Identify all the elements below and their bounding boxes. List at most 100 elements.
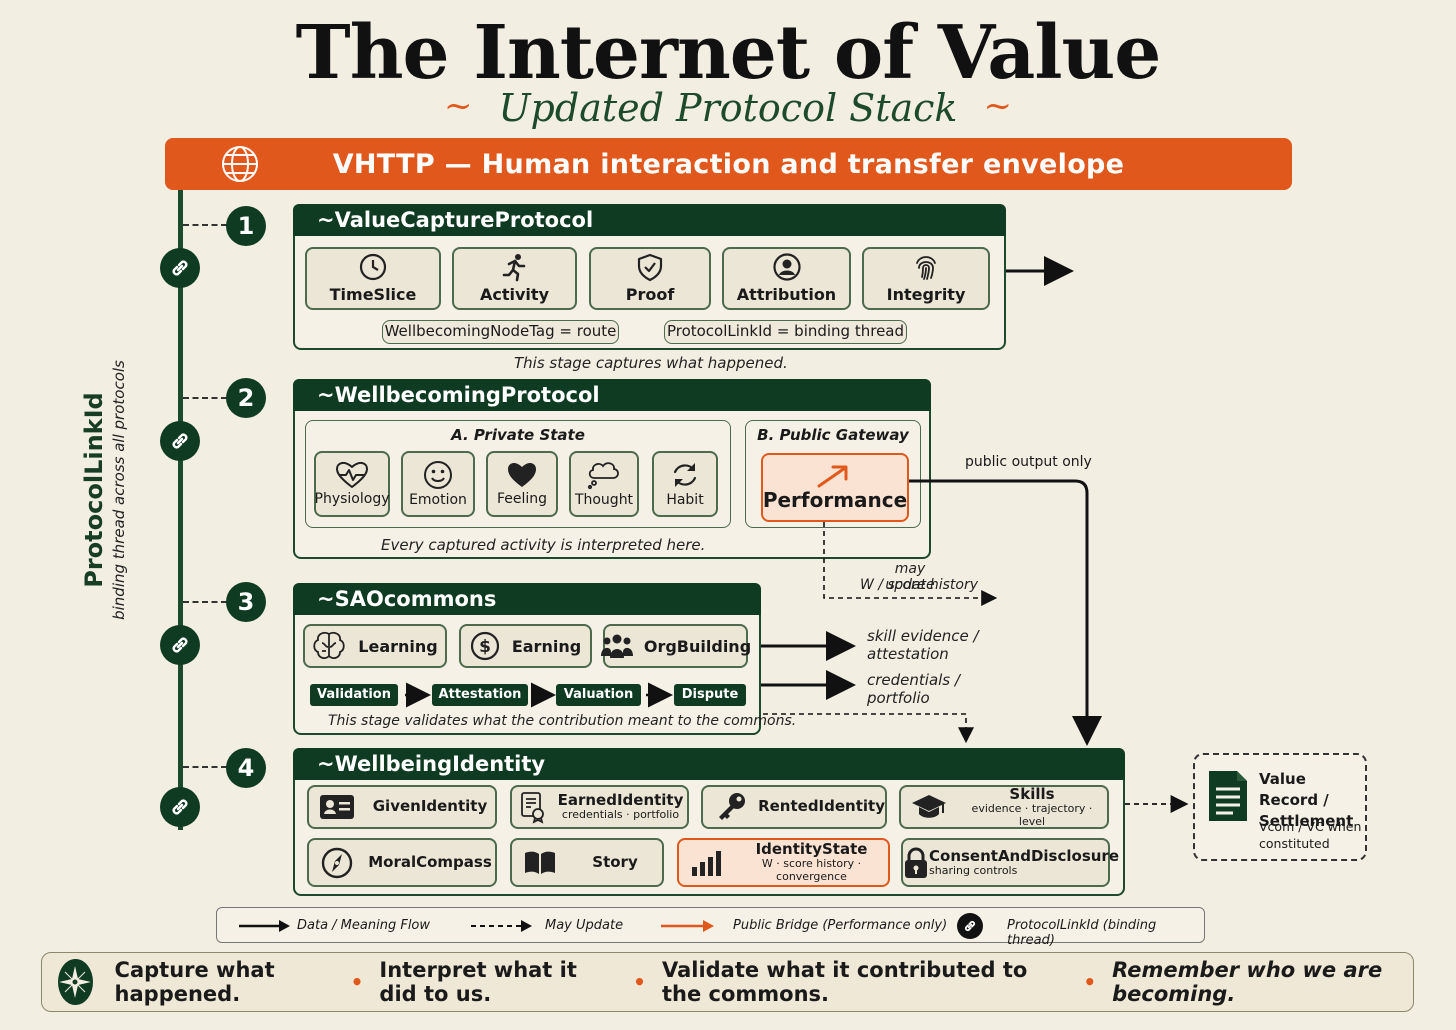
card-feeling: Feeling [486,451,558,517]
card-label: MoralCompass [368,852,492,871]
footer-phrase-4: Remember who we are becoming. [1112,958,1383,1006]
card-activity: Activity [452,247,577,310]
value-record-title-1: Value Record / [1259,770,1329,809]
value-record-note-2: constituted [1259,836,1330,851]
stage-number-4: 4 [226,748,266,788]
card-label: RentedIdentity [758,797,885,816]
footer-phrase-1: Capture what happened. [114,958,275,1006]
dollar-coin-icon: $ [470,631,499,661]
bar-chart-icon [692,850,721,876]
card-label: Earning [511,636,582,656]
card-habit: Habit [652,451,718,517]
heart-icon [508,462,536,487]
stage-3-may-update-arrow [763,713,974,744]
card-given-identity: GivenIdentity [307,785,497,829]
tag-node-route: WellbecomingNodeTag = route [382,320,619,344]
card-label: Performance [762,487,908,512]
step-valuation: Valuation [556,684,641,706]
card-label: OrgBuilding [643,636,752,656]
certificate-icon [521,792,544,824]
card-label: Integrity [886,285,966,304]
may-update-arrow [823,522,998,606]
legend-public-bridge: Public Bridge (Performance only) [733,918,948,933]
card-thought: Thought [569,451,639,517]
orange-arrow-icon [661,920,714,932]
chain-link-icon [160,787,200,827]
card-earning: $ Earning [459,624,592,668]
compass-icon [321,847,353,878]
card-label: Activity [480,285,549,304]
card-label: IdentityState [755,840,868,859]
bullet-icon: • [1083,970,1097,994]
clock-icon [359,253,387,281]
card-story: Story [510,838,664,887]
card-sublabel: sharing controls [929,863,1018,877]
page-subtitle: ~ Updated Protocol Stack ~ [0,86,1456,130]
public-gateway-box [745,420,921,528]
banner-label: VHTTP — Human interaction and transfer e… [332,148,1125,180]
brain-icon [313,631,345,659]
may-update-label: may update [870,561,950,593]
panel-title: ~SAOcommons [293,583,761,615]
thought-cloud-icon [587,462,619,490]
stage-2-caption: Every captured activity is interpreted h… [381,536,706,554]
tilde-right-icon: ~ [983,86,1012,126]
legend-link-thread: ProtocolLinkId (binding thread) [1007,918,1157,948]
legend-data-flow: Data / Meaning Flow [297,918,431,933]
card-label: EarnedIdentity [557,791,684,810]
group-icon [600,634,633,658]
card-label: Skills [1009,784,1055,803]
graduation-cap-icon [912,795,946,818]
card-label: TimeSlice [329,285,417,304]
may-update-label-2: W / score history [860,577,978,593]
padlock-icon [905,847,927,878]
card-sublabel: evidence · trajectory · level [971,801,1093,828]
credentials-label-1: credentials / [867,671,960,689]
stage-connector [183,397,227,399]
card-proof: Proof [589,247,711,310]
card-physiology: Physiology [314,451,390,517]
step-validation: Validation [310,684,398,706]
card-sublabel: credentials · portfolio [561,808,680,822]
card-moral-compass: MoralCompass [307,838,497,887]
legend: Data / Meaning Flow May Update Public Br… [216,907,1205,948]
card-label: Habit [666,492,704,508]
card-label: ConsentAndDisclosure [929,846,1120,865]
card-label: Thought [574,492,634,508]
document-icon [1209,771,1247,821]
solid-arrow-icon [239,920,290,932]
stage-3-caption: This stage validates what the contributi… [328,713,797,729]
id-card-icon [320,795,354,819]
tag-link-thread: ProtocolLinkId = binding thread [664,320,907,344]
private-state-box [305,420,731,528]
chain-link-icon [160,625,200,665]
subtitle-text: Updated Protocol Stack [498,86,958,130]
page-title: The Internet of Value [295,10,1162,96]
skill-evidence-label-1: skill evidence / [867,627,979,645]
credentials-label-2: portfolio [867,689,930,707]
globe-icon [220,144,260,191]
refresh-icon [673,463,697,487]
stage-connector [183,601,227,603]
private-state-title: A. Private State [451,426,585,444]
footer-phrase-3: Validate what it contributed to the comm… [661,958,1028,1006]
stage-1-caption: This stage captures what happened. [514,354,788,372]
card-label: Story [592,852,638,871]
user-icon [772,253,801,281]
open-book-icon [525,851,555,874]
trend-up-icon [817,465,848,487]
panel-title: ~WellbeingIdentity [293,748,1125,780]
key-icon [718,793,745,820]
dashed-arrow-icon [471,920,532,932]
card-label: Feeling [496,491,548,507]
tilde-left-icon: ~ [444,86,473,126]
chain-link-icon [160,248,200,288]
card-orgbuilding: OrgBuilding [600,624,752,668]
card-label: Physiology [314,491,390,507]
heart-pulse-icon [336,461,368,488]
step-dispute: Dispute [674,684,746,706]
bullet-icon: • [350,970,364,994]
